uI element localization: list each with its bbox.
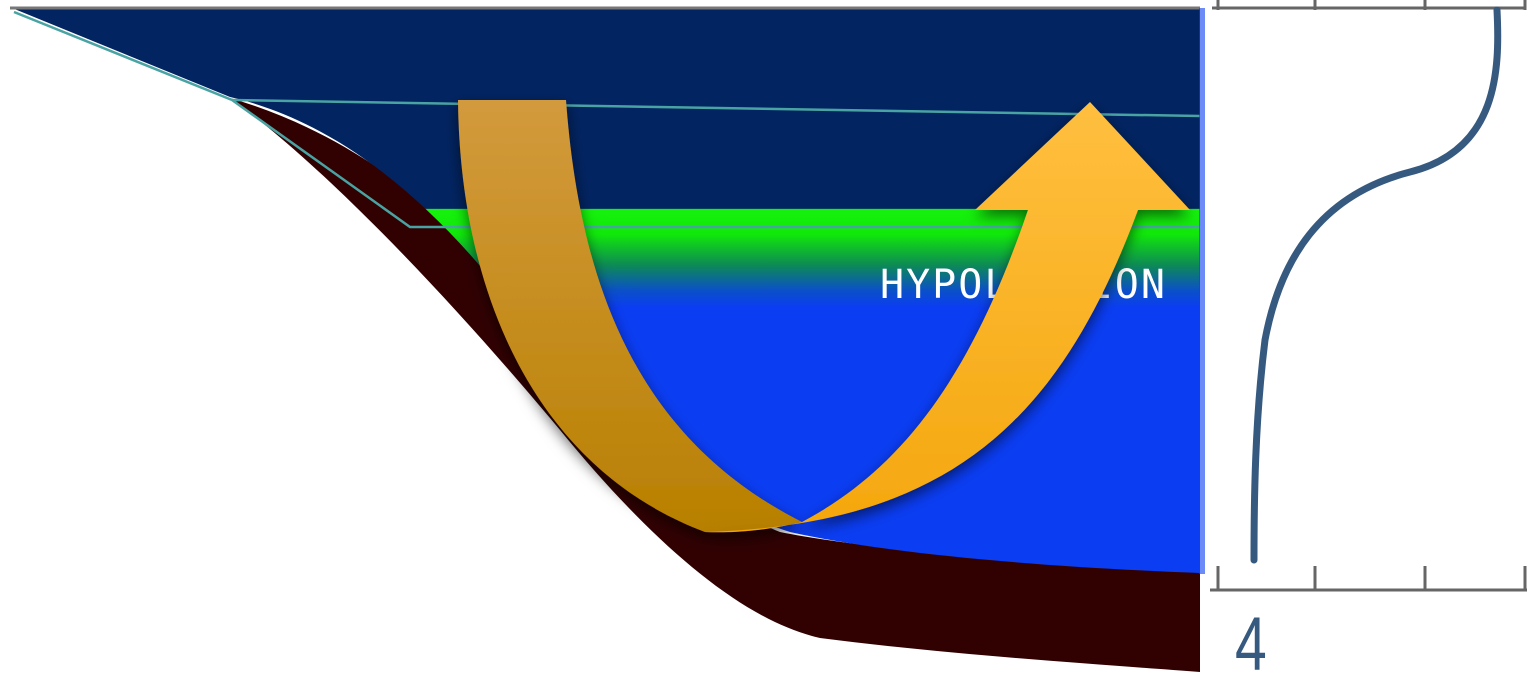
- temperature-profile-curve: [1250, 6, 1502, 564]
- upward-mixing-arrow: [705, 102, 1190, 533]
- axis-tick-label: 4: [1235, 602, 1267, 680]
- thermocline-line: [231, 98, 1201, 118]
- profile-axis-bottom: [1210, 566, 1527, 592]
- water-edge-strip: [1199, 8, 1205, 574]
- downward-mixing-arrow: [458, 100, 802, 533]
- sediment-layer: [12, 18, 1200, 672]
- profile-axis-top: [1212, 0, 1527, 10]
- epilimnion-outline: [13, 10, 1200, 229]
- lake-water: [12, 8, 1200, 573]
